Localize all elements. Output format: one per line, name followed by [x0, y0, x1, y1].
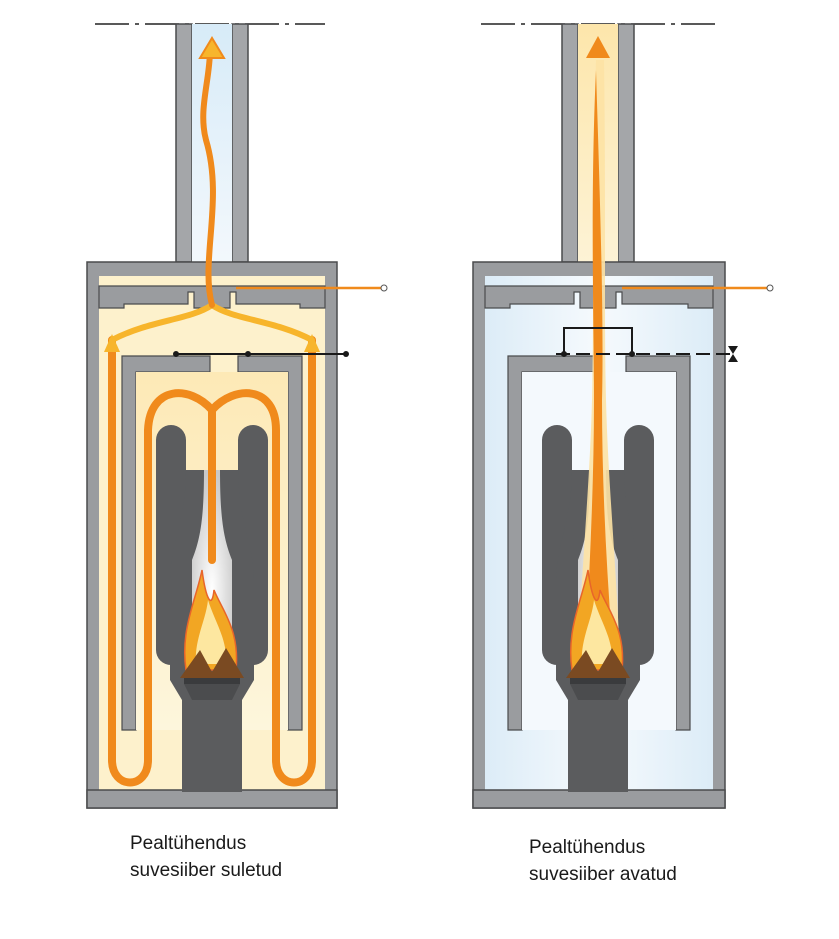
- caption-right-line2: suvesiiber avatud: [529, 864, 677, 885]
- damper-rod: [173, 351, 349, 357]
- panel-damper-open: [472, 23, 774, 809]
- top-connection-lever: [236, 284, 388, 292]
- caption-left-line1: Pealtühendus: [130, 833, 247, 854]
- caption-right-line1: Pealtühendus: [529, 837, 646, 858]
- caption-left: Pealtühendus suvesiiber suletud: [130, 830, 282, 884]
- hot-gas-flow: [104, 36, 320, 787]
- flow-arrowhead-up: [198, 36, 226, 59]
- top-connection-lever: [622, 284, 774, 292]
- flow-arrowhead-up: [586, 36, 610, 58]
- caption-left-line2: suvesiiber suletud: [130, 860, 283, 881]
- caption-right: Pealtühendus suvesiiber avatud: [529, 834, 677, 888]
- flame-icon: [180, 569, 244, 678]
- panel-damper-closed: [86, 23, 388, 809]
- damper-open-bracket: [556, 327, 738, 362]
- flame-icon: [566, 569, 630, 678]
